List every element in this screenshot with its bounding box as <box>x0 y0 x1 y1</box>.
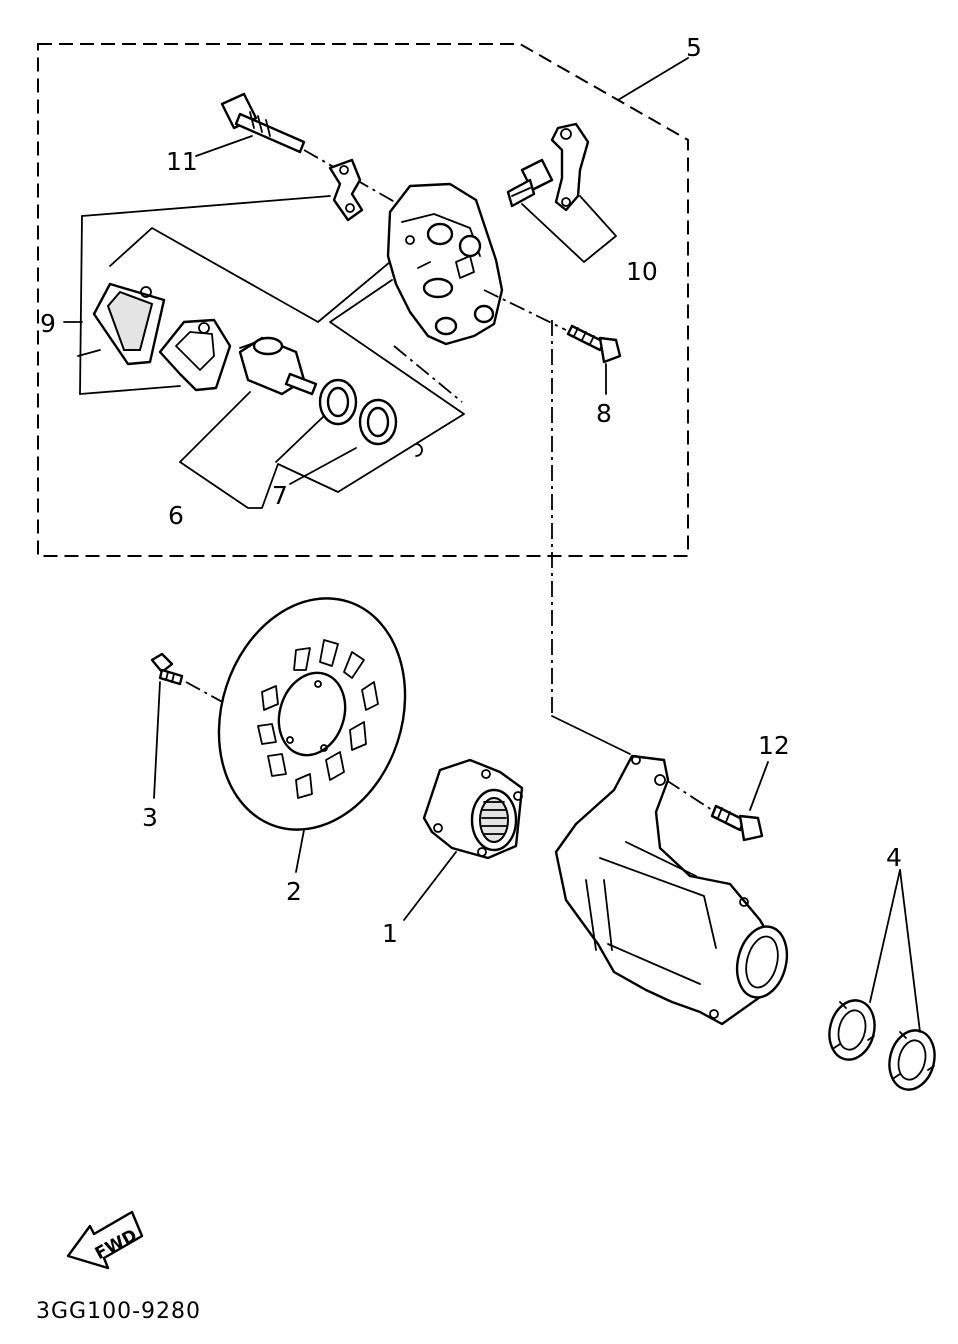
callout-3: 3 <box>142 803 158 832</box>
piston-part-6 <box>179 279 465 509</box>
callout-12: 12 <box>758 731 790 760</box>
brake-pads-part-9 <box>63 195 391 395</box>
callout-2: 2 <box>286 877 302 906</box>
callout-11: 11 <box>166 147 198 176</box>
caliper-assembly-boundary <box>37 43 689 557</box>
callout-1: 1 <box>382 919 398 948</box>
ring-nuts-part-4 <box>828 869 936 1091</box>
caliper-body <box>386 182 504 346</box>
pad-pin-part-11 <box>195 92 401 206</box>
diagram-code: 3GG100-9280 <box>36 1299 201 1324</box>
callout-9: 9 <box>40 309 56 338</box>
callout-8: 8 <box>596 399 612 428</box>
bracket-bolt-part-12 <box>665 761 769 842</box>
caliper-bracket <box>554 754 789 1026</box>
disc-screw-part-3 <box>150 652 227 799</box>
pad-spring-clip <box>328 158 364 222</box>
piston-seals-part-7 <box>275 345 463 485</box>
callout-10: 10 <box>626 257 658 286</box>
callout-7: 7 <box>272 481 288 510</box>
forward-direction-arrow: FWD <box>66 1210 144 1270</box>
bolt-part-8 <box>483 289 622 395</box>
bleed-screw-part-10 <box>506 122 617 263</box>
callout-4: 4 <box>886 843 902 872</box>
brake-disc-part-2 <box>217 597 407 873</box>
hub-flange-part-1 <box>403 758 524 921</box>
callout-6: 6 <box>168 501 184 530</box>
callout-5: 5 <box>686 33 702 62</box>
